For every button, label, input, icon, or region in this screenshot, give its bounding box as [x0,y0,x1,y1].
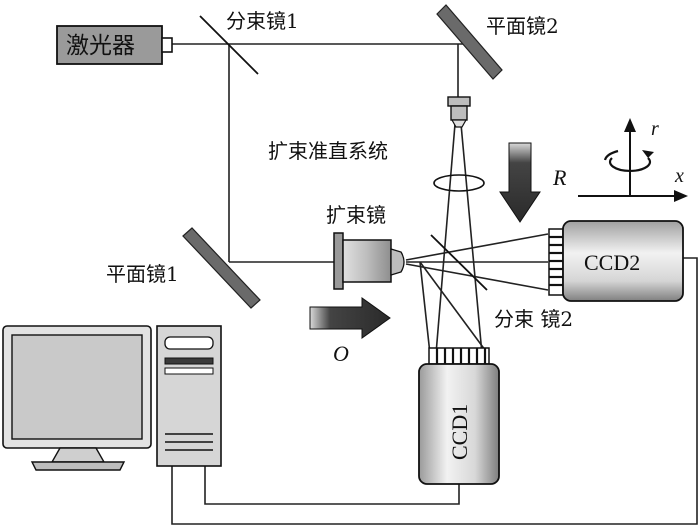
monitor [2,325,152,471]
laser: 激光器 [56,25,173,65]
reference-beam-label: R [552,165,567,190]
object-beam-label: O [333,341,349,366]
axis-r-label: r [651,118,659,140]
reference-beam-arrow [499,142,541,223]
rotation-axes-icon [578,118,688,202]
object-beam-arrow [309,297,391,339]
beam-splitter-1 [199,15,259,75]
beam-expander-label: 扩束镜 [326,203,386,227]
computer [2,325,222,471]
cables [171,257,698,525]
ccd2-label: CCD2 [584,250,640,275]
collimator-objective [447,96,471,128]
collimator-label: 扩束准直系统 [268,139,388,163]
beam-expander [333,232,405,290]
computer-tower [156,325,222,467]
axis-x-label: x [674,165,684,187]
mirror-1 [182,227,261,309]
laser-label: 激光器 [66,33,135,59]
ccd2-camera: CCD2 [548,220,684,302]
mirror-2-label: 平面镜2 [486,14,559,38]
collimating-lens [433,174,485,192]
mirror-1-label: 平面镜1 [106,262,179,286]
beam-splitter-1-label: 分束镜1 [226,9,299,33]
beam-splitter-2-label: 分束 镜2 [494,307,573,331]
mirror-2 [436,4,503,80]
ccd1-camera: CCD1 [418,347,500,485]
ccd1-label: CCD1 [447,404,472,460]
beam-splitter-2 [430,234,488,291]
beam-paths [172,43,549,355]
